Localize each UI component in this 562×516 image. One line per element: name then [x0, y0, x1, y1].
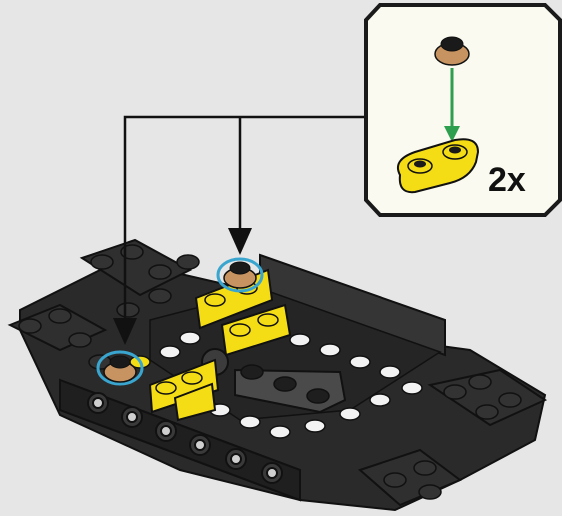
placed-part-rear: [216, 257, 264, 293]
placed-part-front: [96, 350, 144, 386]
quantity-label: 2x: [488, 161, 526, 199]
placement-arrows: [123, 115, 370, 320]
parts-callout: [364, 3, 562, 217]
chassis-model: [7, 238, 548, 512]
arrow-heads: [113, 228, 252, 345]
